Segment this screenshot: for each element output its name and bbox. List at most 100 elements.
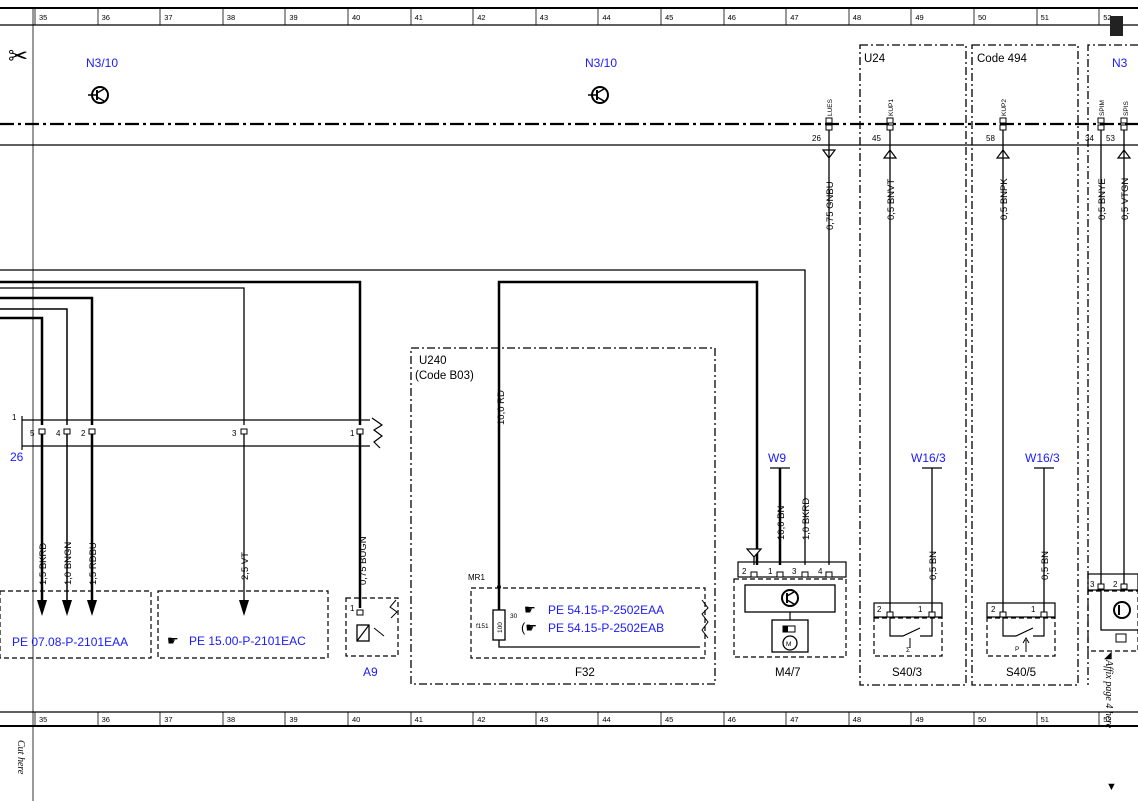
wire-bnvt-label: 0,5 BNVT [886,179,897,220]
svg-text:34: 34 [1085,134,1094,143]
code-494-label: Code 494 [977,53,1027,65]
ruler-number: 39 [289,715,297,724]
page-marker [1110,16,1123,36]
transistor-icon-m4 [781,589,799,607]
svg-text:LUES: LUES [827,98,834,116]
n3-10-left-label: N3/10 [86,56,118,70]
svg-text:3: 3 [792,567,797,576]
ruler-number: 42 [477,715,485,724]
svg-text:3: 3 [232,429,237,438]
svg-text:1: 1 [12,413,17,422]
svg-text:S40/3: S40/3 [892,667,922,679]
n3-right-label: N3 [1112,56,1128,70]
svg-text:58: 58 [986,134,995,143]
transistor-icon-mid [588,86,609,104]
wire-bkrd-label: 1,5 BKRD [38,543,49,585]
ruler-number: 46 [728,715,736,724]
mr1-label: MR1 [468,573,485,582]
ruler-number: 43 [540,13,548,22]
svg-text:1: 1 [350,604,355,613]
ruler-number: 50 [978,13,986,22]
n3-10-mid-label: N3/10 [585,56,617,70]
hand-pointer-icon: ☛ [167,633,179,648]
svg-text:1: 1 [350,429,355,438]
u24-label: U24 [864,53,886,65]
ruler-number: 38 [227,13,235,22]
svg-text:2: 2 [877,605,882,614]
s40-5-switch: 2 1 P S40/5 [986,602,1056,679]
ruler-number: 36 [102,715,110,724]
svg-text:KUP1: KUP1 [888,99,895,116]
ruler-number: 40 [352,715,360,724]
wire-rd-label: 10,0 RD [496,390,507,425]
svg-text:1: 1 [1031,605,1036,614]
pe-07-link[interactable]: PE 07.08-P-2101EAA [12,635,128,649]
svg-text:P: P [1015,646,1019,653]
f32-label: F32 [575,667,595,679]
motor-icon [782,635,798,651]
lower-harness [40,434,362,608]
a9-label: A9 [363,665,378,679]
ruler-number: 40 [352,13,360,22]
wire-bkrd-m-label: 1,0 BKRD [801,498,812,540]
hand-pointer-icon-54b: (☛ [521,620,537,635]
connector-pin-spim: SPIM 34 [1085,100,1106,143]
w16-3-label-b: W16/3 [1025,451,1060,465]
svg-text:2: 2 [991,605,996,614]
svg-text:SPIS: SPIS [1123,101,1130,116]
svg-text:S40/5: S40/5 [1006,667,1036,679]
svg-text:2: 2 [81,429,86,438]
wire-vtgn-label: 0,5 VTGN [1120,178,1131,220]
ruler-number: 44 [602,715,610,724]
ruler-number: 45 [665,715,673,724]
code-b03-label: (Code B03) [415,370,474,382]
svg-text:M4/7: M4/7 [775,667,801,679]
ruler-number: 48 [853,715,861,724]
ruler-number: 42 [477,13,485,22]
ruler-number: 37 [164,715,172,724]
wire-gnbu-label: 0,75 GNBU [825,181,836,230]
wire-vt-label: 2,5 VT [240,552,251,580]
svg-text:Σ: Σ [906,647,910,654]
wire-bnye-label: 0,5 BNYE [1097,178,1108,220]
pe-15-link[interactable]: PE 15.00-P-2101EAC [189,634,306,648]
svg-text:100: 100 [497,622,504,633]
ruler-number: 41 [415,13,423,22]
ruler-number: 37 [164,13,172,22]
u240-label: U240 [419,355,447,367]
connector-pin-spis: SPIS 53 [1106,101,1130,143]
wire-bngn-label: 1,0 BNGN [63,542,74,585]
svg-text:4: 4 [818,567,823,576]
svg-text:4: 4 [56,429,61,438]
w16-3-label-a: W16/3 [911,451,946,465]
ruler-number: 43 [540,715,548,724]
pe-15-box [157,590,329,659]
ruler-number: 39 [289,13,297,22]
svg-text:2: 2 [1113,580,1118,589]
svg-text:KUP2: KUP2 [1001,99,1008,116]
w9-label: W9 [768,451,786,465]
ruler-number: 38 [227,715,235,724]
u240-box [410,347,716,685]
ruler-number: 41 [415,715,423,724]
connector-pin-luies: LUES 26 [812,98,834,143]
right-partial-component: 3 2 [1087,573,1138,652]
pe-54a-link[interactable]: PE 54.15-P-2502EAA [548,603,664,617]
ruler-number: 35 [39,715,47,724]
ruler-number: 45 [665,13,673,22]
pe-54b-link[interactable]: PE 54.15-P-2502EAB [548,621,664,635]
a9-component: 1 A9 [345,597,399,679]
connector-pin-kup2: KUP2 58 [986,99,1008,143]
m4-7-component: 2 1 3 4 M M4/7 [733,548,847,679]
svg-text:SPIM: SPIM [1099,100,1106,116]
u24-box [859,44,967,686]
wire-bn-a-label: 0,5 BN [928,551,939,580]
ruler-number: 44 [602,13,610,22]
ruler-number: 46 [728,13,736,22]
ruler-number: 35 [39,13,47,22]
ruler-number: 49 [915,715,923,724]
ruler-number: 48 [853,13,861,22]
transistor-icon-right [1113,601,1131,619]
